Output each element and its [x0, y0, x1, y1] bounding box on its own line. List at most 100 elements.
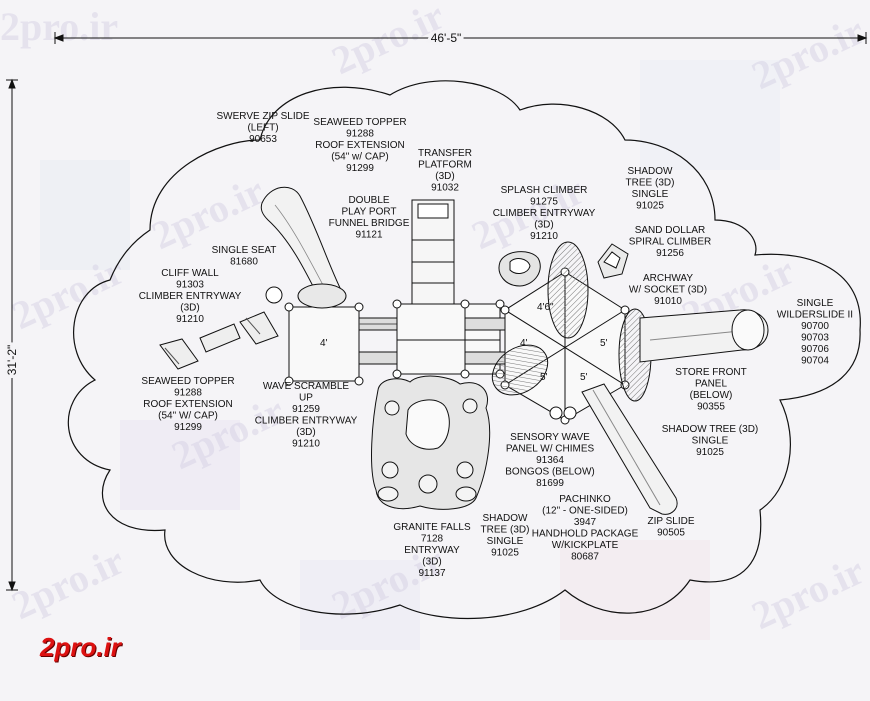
double-play-port-label-line: FUNNEL BRIDGE [329, 218, 410, 229]
deck-height-5ft: 5' [600, 338, 608, 349]
seaweed-topper-top-label-line: (54" w/ CAP) [331, 152, 388, 163]
seaweed-topper-bottom-label-line: 91299 [174, 422, 202, 433]
cliff-wall-label-line: 91303 [176, 280, 204, 291]
wilderslide-label-line: 90704 [801, 356, 829, 367]
sensory-wave-panel-label-line: 91364 [536, 455, 564, 466]
zip-slide-label-line: 90505 [657, 528, 685, 539]
store-front-panel-label-line: (BELOW) [690, 390, 733, 401]
transfer-platform-label-line: 91032 [431, 183, 459, 194]
single-seat-label-line: SINGLE SEAT [212, 245, 277, 256]
transfer-platform-label-line: (3D) [435, 171, 454, 182]
store-front-panel-label-line: PANEL [695, 379, 727, 390]
deck-height-4ft: 4' [320, 338, 328, 349]
wave-scramble-label-line: 91259 [292, 404, 320, 415]
shadow-tree-bottom-label-line: SHADOW [483, 513, 529, 524]
cliff-wall-label-line: (3D) [180, 303, 199, 314]
sand-dollar-label-line: SAND DOLLAR [635, 225, 706, 236]
width-dimension [53, 32, 868, 44]
pachinko-label-line: (12" - ONE-SIDED) [542, 506, 628, 517]
cliff-wall-label-line: CLIFF WALL [161, 268, 219, 279]
pachinko-label-line: HANDHOLD PACKAGE [532, 529, 639, 540]
wilderslide [639, 309, 769, 363]
granite-falls-label-line: (3D) [422, 557, 441, 568]
single-seat [297, 283, 347, 309]
seaweed-topper-top-label-line: ROOF EXTENSION [315, 140, 404, 151]
seaweed-topper-top-label-line: 91299 [346, 163, 374, 174]
seaweed-topper-top-label-line: SEAWEED TOPPER [313, 117, 406, 128]
wave-scramble-label-line: WAVE SCRAMBLE [263, 381, 349, 392]
granite-falls-label-line: 7128 [421, 534, 444, 545]
wilderslide-label-line: 90700 [801, 321, 829, 332]
swerve-zip-slide-label-line: 90653 [249, 134, 277, 145]
wilderslide-label-line: WILDERSLIDE II [777, 310, 853, 321]
archway-label-line: 91010 [654, 296, 682, 307]
brand-logo: 2pro.ir [40, 632, 121, 662]
zip-slide [581, 383, 678, 515]
shadow-tree-bottom [491, 344, 549, 396]
granite-falls-label-line: GRANITE FALLS [393, 522, 471, 533]
swerve-zip-slide-label-line: (LEFT) [247, 123, 278, 134]
sand-dollar-label-line: 91256 [656, 248, 684, 259]
shadow-tree-right-label-line: 91025 [696, 447, 724, 458]
sensory-wave-panel-label-line: BONGOS (BELOW) [505, 467, 594, 478]
granite-falls-label-line: 91137 [418, 568, 446, 579]
sensory-wave-panel-label-line: 81699 [536, 478, 564, 489]
wave-scramble-label-line: CLIMBER ENTRYWAY [255, 416, 358, 427]
deck-height-4ft: 4' [520, 338, 528, 349]
zip-slide-label-line: ZIP SLIDE [647, 516, 694, 527]
shadow-tree-top-label-line: SHADOW [628, 166, 674, 177]
wilderslide-label-line: 90703 [801, 333, 829, 344]
width-dimension-label: 46'-5" [431, 31, 462, 45]
cliff-wall-label-line: CLIMBER ENTRYWAY [139, 291, 242, 302]
seaweed-topper-bottom-label-line: (54" W/ CAP) [158, 411, 218, 422]
height-dimension-label: 31'-2" [5, 345, 19, 376]
swerve-zip-slide-label-line: SWERVE ZIP SLIDE [217, 111, 310, 122]
pachinko-label-line: PACHINKO [559, 494, 611, 505]
wilderslide-label-line: 90706 [801, 344, 829, 355]
store-front-panel-label-line: 90355 [697, 402, 725, 413]
sand-dollar-label-line: SPIRAL CLIMBER [629, 237, 711, 248]
sensory-wave-panel-label-line: SENSORY WAVE [510, 432, 590, 443]
play-area-boundary [67, 80, 861, 620]
cliff-wall-label-line: 91210 [176, 314, 204, 325]
double-play-port-label-line: PLAY PORT [341, 207, 396, 218]
structure [284, 199, 630, 425]
shadow-tree-top-label-line: 91025 [636, 201, 664, 212]
granite-falls-label-line: ENTRYWAY [404, 545, 460, 556]
pachinko-label-line: 80687 [571, 552, 599, 563]
sand-dollar-climber [597, 243, 629, 279]
wave-scramble-label-line: UP [299, 393, 313, 404]
double-play-port-label-line: 91121 [355, 230, 383, 241]
single-seat-label-line: 81680 [230, 257, 258, 268]
wave-scramble-label-line: (3D) [296, 427, 315, 438]
shadow-tree-bottom-label-line: 91025 [491, 548, 519, 559]
swerve-zip-slide-label: SWERVE ZIP SLIDE(LEFT)90653 [217, 111, 310, 145]
splash-climber-label-line: CLIMBER ENTRYWAY [493, 208, 596, 219]
splash-climber-label-line: (3D) [534, 220, 553, 231]
wilderslide-label-line: SINGLE [797, 298, 834, 309]
single-seat-post [265, 286, 283, 304]
shadow-tree-bottom-label-line: SINGLE [487, 536, 524, 547]
shadow-tree-top [547, 241, 589, 339]
shadow-tree-right-label-line: SHADOW TREE (3D) [662, 424, 759, 435]
deck-height-labels: 4' 4'6" 4' 5' 5' 5' [320, 302, 608, 383]
shadow-tree-top-label-line: TREE (3D) [626, 178, 675, 189]
splash-climber [498, 251, 541, 287]
transfer-platform-label-line: PLATFORM [418, 160, 472, 171]
